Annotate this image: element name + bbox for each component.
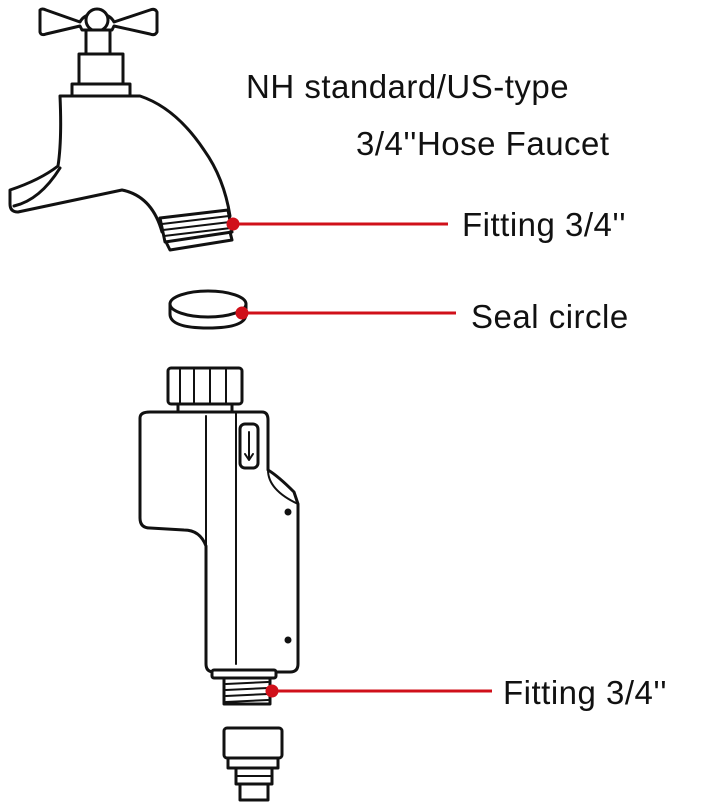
leader-dot-fitting-bottom bbox=[265, 684, 279, 698]
callout-fitting-top: Fitting 3/4'' bbox=[462, 206, 627, 243]
leader-dot-seal bbox=[235, 306, 249, 320]
quick-connector-illustration bbox=[222, 726, 284, 802]
seal-washer-illustration bbox=[168, 289, 248, 330]
title-line-2: 3/4''Hose Faucet bbox=[356, 125, 610, 162]
title-line-1: NH standard/US-type bbox=[246, 68, 570, 105]
adapter-body-illustration bbox=[138, 366, 300, 706]
leader-dot-fitting-top bbox=[226, 217, 240, 231]
callout-fitting-bottom: Fitting 3/4'' bbox=[503, 674, 668, 711]
callout-seal-circle: Seal circle bbox=[471, 298, 629, 335]
hose-faucet-illustration bbox=[8, 7, 234, 252]
